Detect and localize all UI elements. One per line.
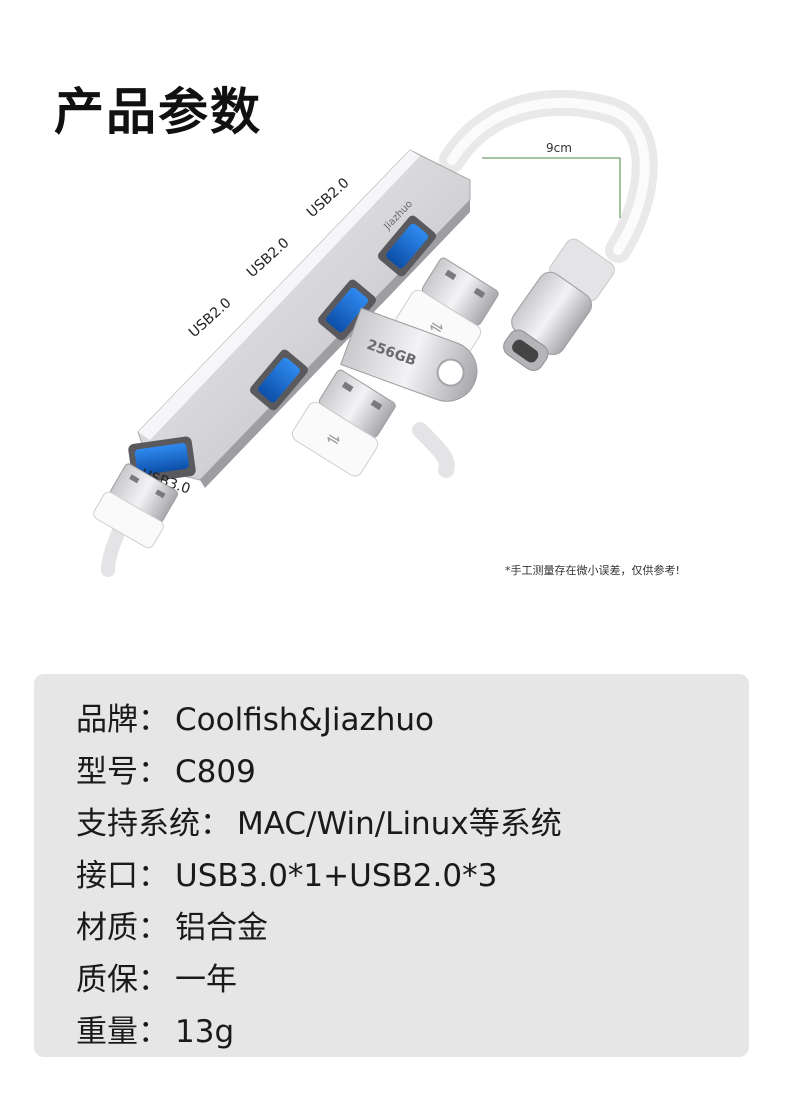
spec-row-brand: 品牌：Coolfish&Jiazhuo xyxy=(76,702,434,738)
usb-plug-middle: ⇌ xyxy=(291,369,396,477)
spec-panel: 品牌：Coolfish&Jiazhuo 型号：C809 支持系统：MAC/Win… xyxy=(34,674,749,1057)
spec-label: 材质 xyxy=(76,910,138,946)
spec-label: 型号 xyxy=(76,754,138,790)
spec-row-interface: 接口：USB3.0*1+USB2.0*3 xyxy=(76,858,498,894)
product-illustration: 9cm Jiazhuo USB2.0 USB2.0 USB2.0 USB3.0 xyxy=(93,89,658,577)
spec-row-os: 支持系统：MAC/Win/Linux等系统 xyxy=(76,806,562,842)
spec-label: 接口 xyxy=(76,858,138,894)
measurement-note: *手工测量存在微小误差，仅供参考! xyxy=(505,564,680,577)
spec-value: C809 xyxy=(175,754,256,790)
spec-row-material: 材质：铝合金 xyxy=(76,910,268,946)
usb2-port-1 xyxy=(250,349,308,411)
spec-row-warranty: 质保：一年 xyxy=(76,962,237,998)
spec-value: MAC/Win/Linux等系统 xyxy=(237,806,562,842)
usb-plug-bottom xyxy=(93,463,179,549)
cable-length-label: 9cm xyxy=(546,141,572,155)
spec-value: USB3.0*1+USB2.0*3 xyxy=(175,858,498,894)
spec-value: Coolfish&Jiazhuo xyxy=(175,702,434,738)
spec-label: 重量 xyxy=(76,1014,138,1050)
port-label-1: USB2.0 xyxy=(186,295,235,341)
spec-value: 13g xyxy=(175,1014,235,1050)
spec-label: 支持系统 xyxy=(76,806,200,842)
spec-row-weight: 重量：13g xyxy=(76,1014,235,1050)
type-c-connector xyxy=(503,238,615,371)
measure-line xyxy=(482,157,621,218)
port-label-3: USB2.0 xyxy=(304,175,353,221)
usb3-port xyxy=(128,436,196,484)
spec-label: 质保 xyxy=(76,962,138,998)
flash-drive: 256GB xyxy=(340,307,478,402)
usb2-port-2 xyxy=(318,279,376,341)
spec-value: 一年 xyxy=(175,962,237,998)
spec-label: 品牌 xyxy=(76,702,138,738)
page-title: 产品参数 xyxy=(54,83,262,141)
spec-value: 铝合金 xyxy=(175,910,268,946)
spec-row-model: 型号：C809 xyxy=(76,754,256,790)
port-label-2: USB2.0 xyxy=(244,235,293,281)
usb2-port-3 xyxy=(378,215,436,277)
